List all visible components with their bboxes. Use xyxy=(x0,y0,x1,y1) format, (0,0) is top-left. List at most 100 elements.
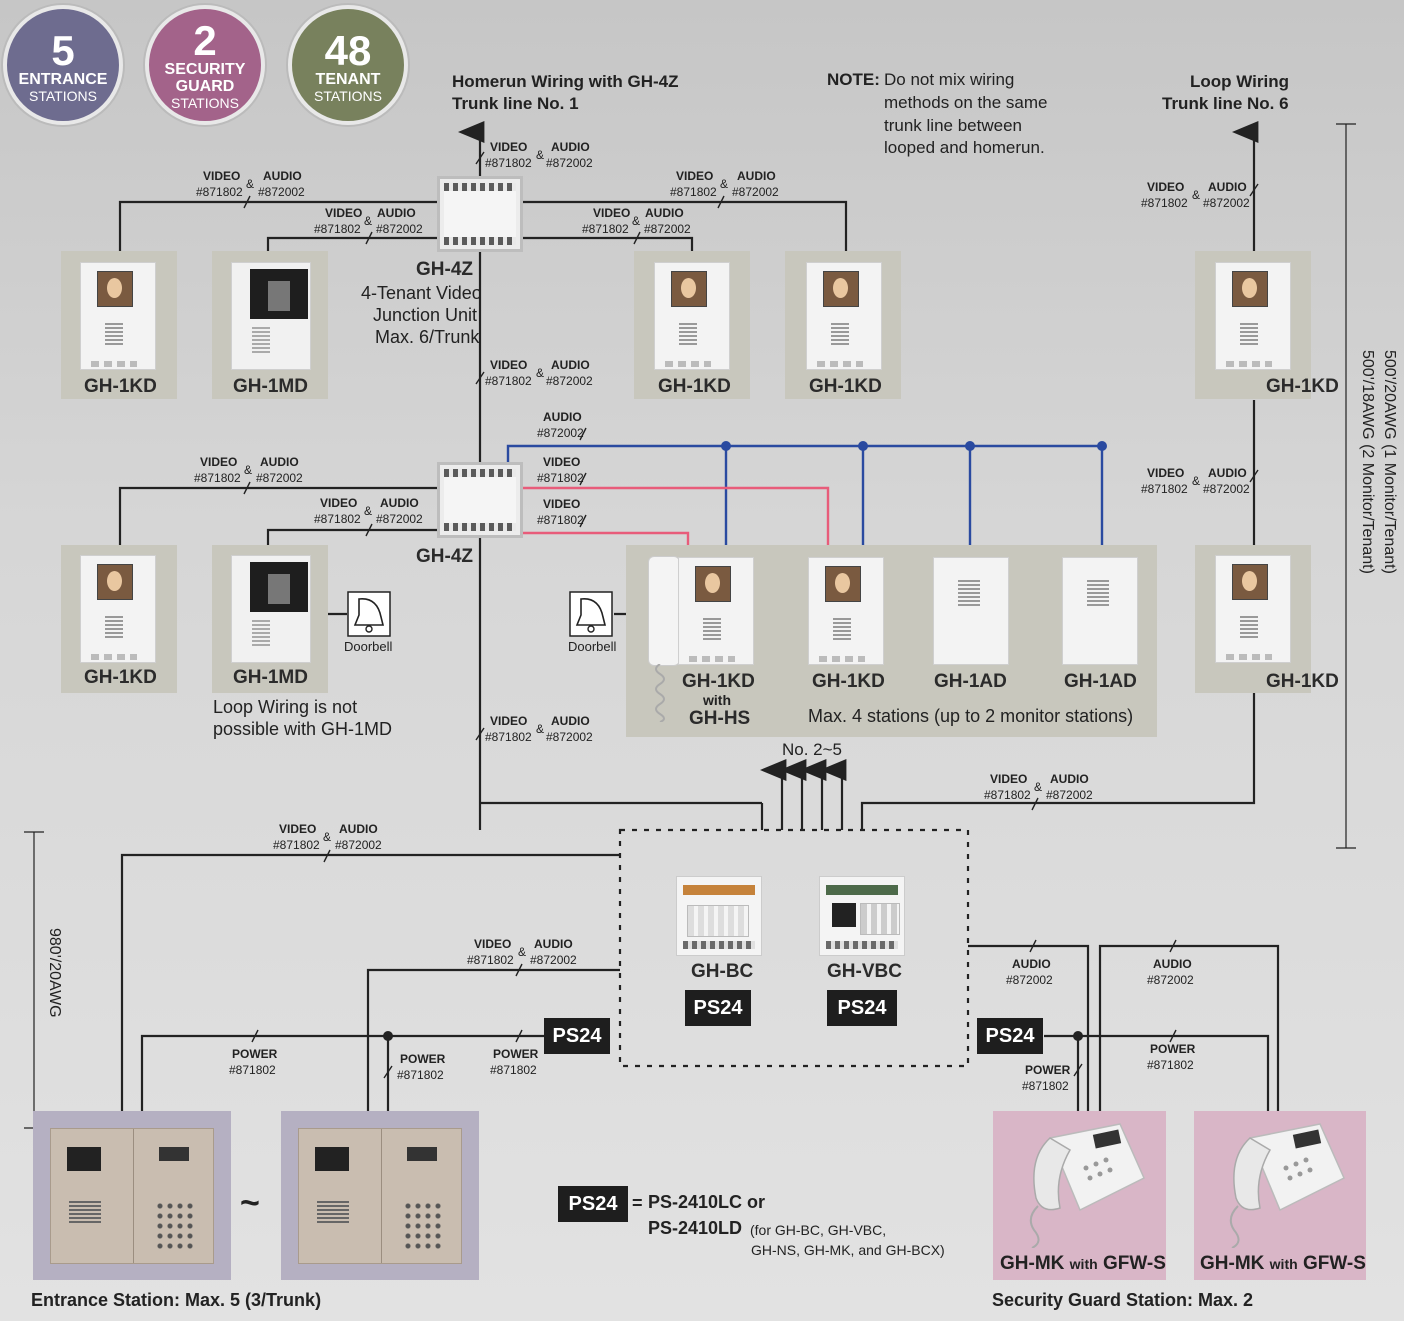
ps24-legend: PS24 xyxy=(558,1186,628,1222)
wire-label-audio: AUDIO xyxy=(1012,957,1051,971)
wire-code-video: #871802 xyxy=(1141,196,1188,210)
wire-label-audio: AUDIO xyxy=(551,140,590,154)
gh-1kd-label: GH-1KD xyxy=(1266,671,1339,692)
gh-1kd-label: GH-1KD xyxy=(84,667,157,688)
wire-code-video: #871802 xyxy=(485,730,532,744)
audio-bus xyxy=(506,444,1104,560)
gh-mk-phone xyxy=(1029,1123,1145,1248)
loop-note-line-2: possible with GH-1MD xyxy=(213,719,393,739)
wire-label-power: POWER xyxy=(232,1047,278,1061)
badge-sublabel: STATIONS xyxy=(29,88,97,104)
wire-code-video: #871802 xyxy=(314,222,361,236)
loop-heading: Loop Wiring xyxy=(1190,72,1289,91)
gh-1md-label: GH-1MD xyxy=(233,667,308,688)
gh-1kd-station xyxy=(80,555,156,663)
wire-label-audio: AUDIO xyxy=(543,410,582,424)
ps24-guard-supply: PS24 xyxy=(977,1018,1043,1054)
wire-amp: & xyxy=(518,945,527,959)
wire-code-video: #871802 xyxy=(485,374,532,388)
gh-1kd-station xyxy=(1215,555,1291,663)
wire-label-video: VIDEO xyxy=(593,206,631,220)
badge-sublabel: STATIONS xyxy=(171,95,239,111)
wire-code-video: #871802 xyxy=(582,222,629,236)
gh-mk-with: with xyxy=(1269,1256,1298,1272)
wire-label-audio: AUDIO xyxy=(1208,180,1247,194)
handset xyxy=(648,556,680,666)
wire-code-power: #871802 xyxy=(490,1063,537,1077)
wire-label-audio: AUDIO xyxy=(551,714,590,728)
trunk-range-label: No. 2~5 xyxy=(782,740,843,759)
gh-1kd-label: GH-1KD xyxy=(809,376,882,397)
gh-1kd-station xyxy=(806,262,882,370)
max-stations-note: Max. 4 stations (up to 2 monitor station… xyxy=(808,706,1134,726)
gh-1kd-hs-label-3: GH-HS xyxy=(689,708,751,729)
gh-mk-model: GH-MK xyxy=(1000,1253,1065,1274)
wire-code-audio: #872002 xyxy=(546,374,593,388)
gh-1kd-hs-label-2: with xyxy=(703,692,731,708)
gh-1kd-station xyxy=(808,557,884,665)
gh-1ad-station xyxy=(933,557,1009,665)
gh-1kd-with-hs-station xyxy=(678,557,754,665)
wire-amp: & xyxy=(244,463,253,477)
wire-amp: & xyxy=(720,177,729,191)
legend-line-4: GH-NS, GH-MK, and GH-BCX) xyxy=(751,1242,945,1258)
gh-1kd-label: GH-1KD xyxy=(658,376,731,397)
wire-code-audio: #872002 xyxy=(258,185,305,199)
bell-icon xyxy=(569,591,613,637)
wire-code-video: #871802 xyxy=(485,156,532,170)
wire-label-audio: AUDIO xyxy=(263,169,302,183)
entrance-station xyxy=(298,1128,462,1264)
gh-vbc-label: GH-VBC xyxy=(827,961,902,982)
wire-amp: & xyxy=(364,214,373,228)
wire-code-power: #871802 xyxy=(1147,1058,1194,1072)
wire-code-video: #871802 xyxy=(194,471,241,485)
wire-code-audio: #872002 xyxy=(530,953,577,967)
wire-amp: & xyxy=(246,177,255,191)
wire-label-audio: AUDIO xyxy=(1050,772,1089,786)
wire-code-audio: #872002 xyxy=(1006,973,1053,987)
wire-code-audio: #872002 xyxy=(546,730,593,744)
gh-1kd-station xyxy=(80,262,156,370)
wire-code-audio: #872002 xyxy=(1147,973,1194,987)
distance-label-2-monitor: 500'/18AWG (2 Monitor/Tenant) xyxy=(1359,350,1376,574)
note-label: NOTE: xyxy=(827,70,880,89)
distance-label-entrance: 980'/20AWG xyxy=(46,928,63,1018)
wire-label-audio: AUDIO xyxy=(377,206,416,220)
gh-1ad-label: GH-1AD xyxy=(1064,671,1137,692)
doorbell-label: Doorbell xyxy=(344,639,393,654)
wire-amp: & xyxy=(364,504,373,518)
wire-label-video: VIDEO xyxy=(543,455,581,469)
gh-4z-desc-2: Junction Unit xyxy=(373,305,478,325)
wire-label-video: VIDEO xyxy=(490,140,528,154)
wire-amp: & xyxy=(632,214,641,228)
wire-amp: & xyxy=(536,366,545,380)
wire-label-video: VIDEO xyxy=(676,169,714,183)
legend-equals: = xyxy=(632,1193,643,1213)
ps24-entrance-supply: PS24 xyxy=(544,1018,610,1054)
wire-label-video: VIDEO xyxy=(200,455,238,469)
wire-code-audio: #872002 xyxy=(335,838,382,852)
bell-icon xyxy=(347,591,391,637)
wire-label-video: VIDEO xyxy=(490,358,528,372)
wire-label-video: VIDEO xyxy=(325,206,363,220)
wire-amp: & xyxy=(536,722,545,736)
wire-amp: & xyxy=(323,830,332,844)
wire-code-audio: #872002 xyxy=(732,185,779,199)
distance-label-1-monitor: 500'/20AWG (1 Monitor/Tenant) xyxy=(1381,350,1398,574)
wire-code-power: #871802 xyxy=(229,1063,276,1077)
badge-number: 48 xyxy=(324,27,372,74)
badge-sublabel: STATIONS xyxy=(314,88,382,104)
gh-4z-desc-1: 4-Tenant Video xyxy=(361,283,482,303)
wire-code-power: #871802 xyxy=(397,1068,444,1082)
tenant-stations-badge: 48 TENANT STATIONS xyxy=(288,5,408,125)
wire-amp: & xyxy=(1192,188,1201,202)
wire-code-video: #871802 xyxy=(467,953,514,967)
wire-code-audio: #872002 xyxy=(1203,196,1250,210)
wire-label-video: VIDEO xyxy=(1147,180,1185,194)
wire-code-video: #871802 xyxy=(537,471,584,485)
handset-cord xyxy=(655,664,665,722)
gh-mk-phone xyxy=(1229,1123,1345,1248)
wire-code-video: #871802 xyxy=(670,185,717,199)
wire-code-video: #871802 xyxy=(196,185,243,199)
